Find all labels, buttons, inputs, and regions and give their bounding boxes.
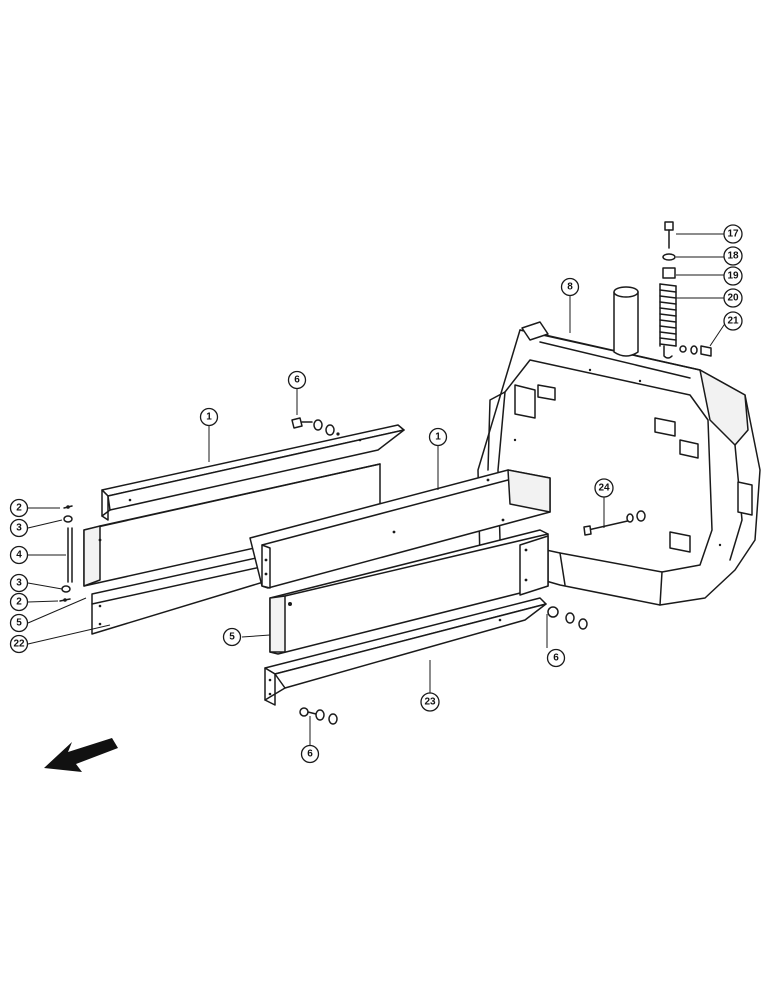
callout-3b: 3	[9, 573, 29, 593]
callout-5a: 5	[9, 613, 29, 633]
callouts: 1 1 2 2 3 3 4 5	[9, 224, 743, 764]
svg-text:6: 6	[553, 653, 559, 664]
bolt-set-top	[291, 417, 340, 436]
callout-1b: 1	[428, 427, 448, 447]
svg-text:3: 3	[16, 523, 22, 534]
callout-22: 22	[9, 634, 29, 654]
svg-text:4: 4	[16, 550, 22, 561]
svg-text:6: 6	[307, 749, 313, 760]
svg-text:20: 20	[727, 293, 739, 304]
callout-2b: 2	[9, 592, 29, 612]
svg-text:6: 6	[294, 375, 300, 386]
callout-3a: 3	[9, 518, 29, 538]
svg-text:17: 17	[727, 229, 739, 240]
callout-21: 21	[723, 311, 743, 331]
center-beam	[249, 469, 551, 589]
leader-lines	[27, 233, 727, 746]
callout-2a: 2	[9, 498, 29, 518]
callout-8: 8	[560, 277, 580, 297]
svg-text:21: 21	[727, 316, 739, 327]
spring-assembly	[659, 221, 712, 359]
callout-23: 23	[420, 692, 440, 712]
callout-6b: 6	[546, 648, 566, 668]
callout-17: 17	[723, 224, 743, 244]
svg-text:18: 18	[727, 251, 739, 262]
svg-text:22: 22	[13, 639, 25, 650]
svg-text:23: 23	[424, 697, 436, 708]
callout-6c: 6	[300, 744, 320, 764]
bolt-set-bottom	[299, 707, 338, 725]
rear-angle-left	[101, 424, 405, 521]
callout-5b: 5	[222, 627, 242, 647]
bolt-set-right	[547, 606, 588, 630]
svg-text:5: 5	[16, 618, 22, 629]
callout-18: 18	[723, 246, 743, 266]
svg-text:19: 19	[727, 271, 739, 282]
svg-text:5: 5	[229, 632, 235, 643]
callout-6a: 6	[287, 370, 307, 390]
arrow-icon	[44, 738, 118, 772]
callout-24: 24	[594, 478, 614, 498]
channel-center	[269, 529, 549, 655]
callout-1a: 1	[199, 407, 219, 427]
svg-text:1: 1	[435, 432, 441, 443]
spring-coil	[659, 283, 677, 359]
svg-text:3: 3	[16, 578, 22, 589]
lower-angle-center	[264, 597, 547, 706]
callout-4: 4	[9, 545, 29, 565]
svg-text:24: 24	[598, 483, 610, 494]
callout-19: 19	[723, 266, 743, 286]
svg-text:2: 2	[16, 597, 22, 608]
svg-text:1: 1	[206, 412, 212, 423]
cross-bolt	[583, 510, 646, 536]
svg-text:2: 2	[16, 503, 22, 514]
callout-20: 20	[723, 288, 743, 308]
svg-text:8: 8	[567, 282, 573, 293]
tie-rod-hardware	[59, 505, 73, 602]
